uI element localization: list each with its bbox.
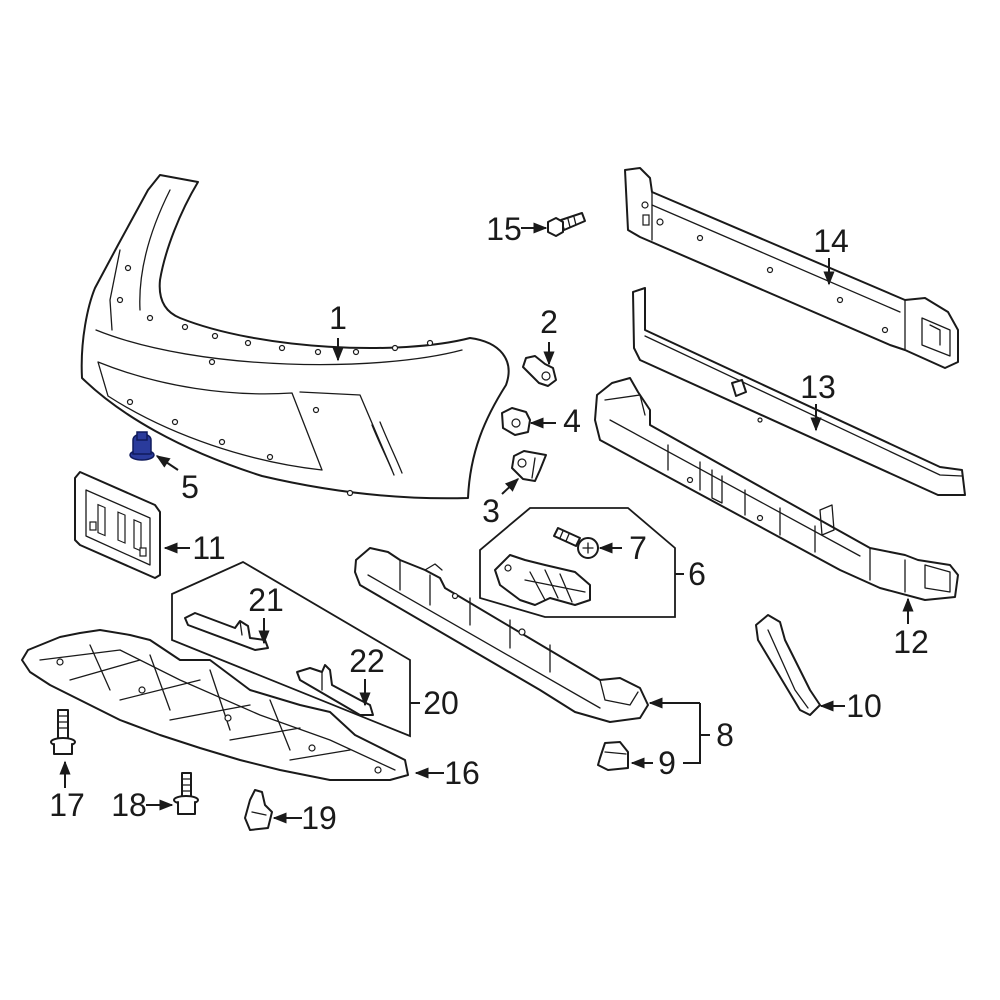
nut-clip-part [501,407,531,436]
callout-12: 12 [893,624,929,660]
callout-18: 18 [111,787,147,823]
energy-absorber-part [594,377,959,601]
under-cover-part [21,629,409,781]
callout-17: 17 [49,787,85,823]
leader-bracket-8 [683,703,701,764]
bracket-clip-part [511,450,547,482]
leader-arrows [59,222,914,824]
callout-19: 19 [301,800,337,836]
screw-part [553,527,599,559]
bumper-cover-part [80,174,510,500]
callout-15: 15 [486,211,522,247]
push-pin-part [244,789,273,831]
lower-absorber-part [354,547,649,723]
callout-1: 1 [329,300,347,336]
callout-16: 16 [444,755,480,791]
callout-labels: 1 2 3 4 5 6 7 8 9 10 11 12 13 14 15 16 1… [49,211,929,836]
flange-bolt-part [50,709,76,755]
callout-4: 4 [563,403,581,439]
callout-14: 14 [813,223,849,259]
callout-2: 2 [540,304,558,340]
leader-arrow-3 [501,478,520,495]
side-bracket-part [494,554,591,606]
callout-7: 7 [629,530,647,566]
group-box [479,507,676,618]
small-bracket-part [296,664,374,716]
side-retainer-part [755,614,821,716]
callout-6: 6 [688,556,706,592]
callout-5: 5 [181,469,199,505]
callout-10: 10 [846,688,882,724]
callout-11: 11 [192,530,225,566]
push-clip-part-highlighted [129,431,155,461]
license-bracket-part [74,471,161,579]
clip-part [597,741,629,771]
callout-20: 20 [423,685,459,721]
small-bracket-part [184,612,269,651]
callout-22: 22 [349,643,385,679]
mounting-holes [116,264,434,497]
absorber-strip-part [632,287,966,496]
callout-3: 3 [482,493,500,529]
reinforcement-bar-part [624,167,959,369]
flange-bolt-part [173,772,199,815]
clip-part [522,355,557,387]
callout-13: 13 [800,369,836,405]
callout-21: 21 [248,582,284,618]
leader-arrow-5 [155,455,179,471]
bolt-part [547,212,586,237]
callout-8: 8 [716,717,734,753]
callout-9: 9 [658,745,676,781]
group-box [171,560,411,738]
